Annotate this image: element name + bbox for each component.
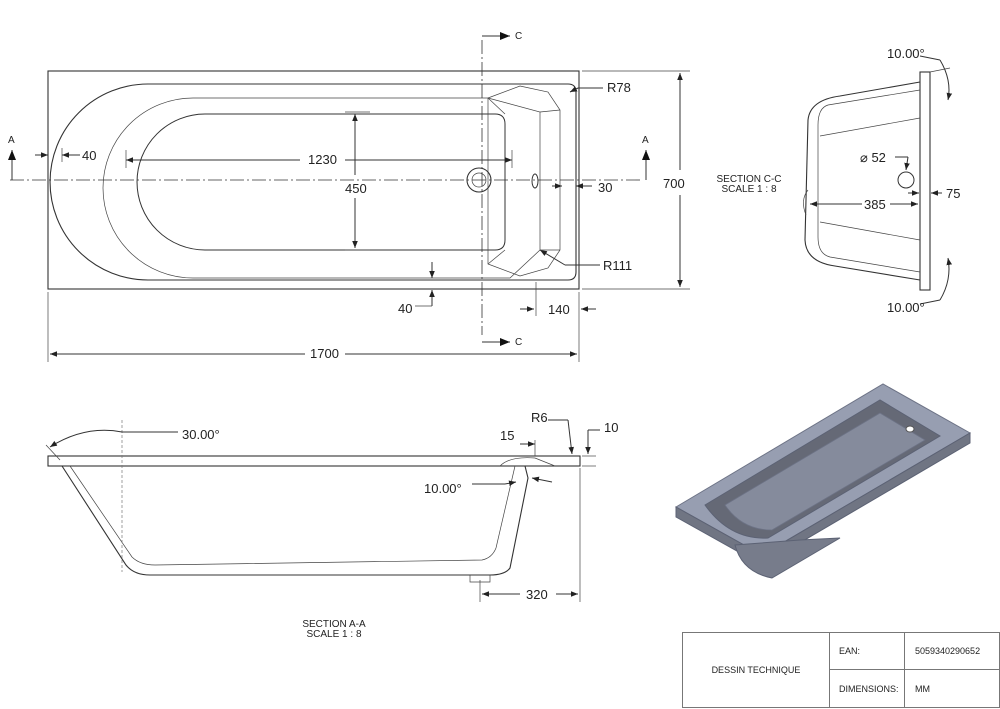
dim-outlet-offset: 30 [598, 180, 612, 195]
render-overflow-icon [905, 425, 915, 433]
dim-end-rim: 40 [82, 148, 96, 163]
title-block-dimensions-value: MM [915, 683, 930, 694]
dim-overflow-diameter: ⌀ 52 [860, 150, 886, 165]
section-aa: 30.00° 10.00° 15 R6 10 320 SECTION A-A S… [45, 410, 618, 640]
dim-depth: 385 [864, 197, 886, 212]
plan-overflow [531, 173, 539, 189]
dim-corner-radius: R78 [607, 80, 631, 95]
dim-overall-width: 700 [663, 176, 685, 191]
dim-overall-length: 1700 [310, 346, 339, 361]
dim-outlet-to-end: 320 [526, 587, 548, 602]
section-aa-rim [47, 455, 581, 467]
section-a-marker-left: A [8, 135, 15, 146]
section-c-marker-top: C [515, 31, 522, 42]
title-block-dimensions-label: DIMENSIONS: [829, 670, 905, 707]
dim-top-angle: 10.00° [887, 46, 925, 61]
dim-side-rim: 40 [398, 301, 412, 316]
title-block-ean-value: 5059340290652 [905, 633, 999, 670]
section-cc-profile [804, 81, 921, 281]
dim-end-slope: 30.00° [182, 427, 220, 442]
dim-bottom-angle: 10.00° [887, 300, 925, 315]
dim-inner-width: 450 [345, 181, 367, 196]
section-cc-rim [919, 71, 931, 291]
section-cc-scale: SCALE 1 : 8 [721, 184, 776, 195]
dim-lip: 15 [500, 428, 514, 443]
section-a-marker-right: A [642, 135, 649, 146]
section-c-marker-bottom: C [515, 337, 522, 348]
title-block-ean-label: EAN: [829, 633, 905, 670]
dim-overflow-offset: 75 [946, 186, 960, 201]
dim-inner-radius: R111 [603, 258, 632, 273]
dim-tap-end-slope: 10.00° [424, 481, 462, 496]
render-well-floor [724, 412, 926, 531]
section-aa-scale: SCALE 1 : 8 [306, 629, 361, 640]
section-aa-label: SECTION A-A [302, 619, 366, 630]
dim-rim-radius: R6 [531, 410, 548, 425]
dim-rim-thickness: 10 [604, 420, 618, 435]
section-cc-label: SECTION C-C [717, 174, 782, 185]
bathtub-3d-render [674, 383, 972, 579]
dim-tap-end-width: 140 [548, 302, 570, 317]
plan-well-outer [102, 97, 541, 279]
plan-rim-outline [49, 83, 577, 281]
plan-view: A A C C 1700 700 1230 450 [7, 31, 690, 362]
title-block: DESSIN TECHNIQUE EAN: 5059340290652 DIME… [682, 632, 1000, 708]
section-cc-overflow-hole [897, 171, 915, 189]
dim-inner-length: 1230 [308, 152, 337, 167]
section-cc: 10.00° 10.00° ⌀ 52 75 385 SECTION C-C SC… [717, 46, 961, 315]
plan-well-floor [136, 113, 506, 251]
render-bowl-underside [734, 537, 841, 579]
title-block-title: DESSIN TECHNIQUE [683, 633, 830, 707]
